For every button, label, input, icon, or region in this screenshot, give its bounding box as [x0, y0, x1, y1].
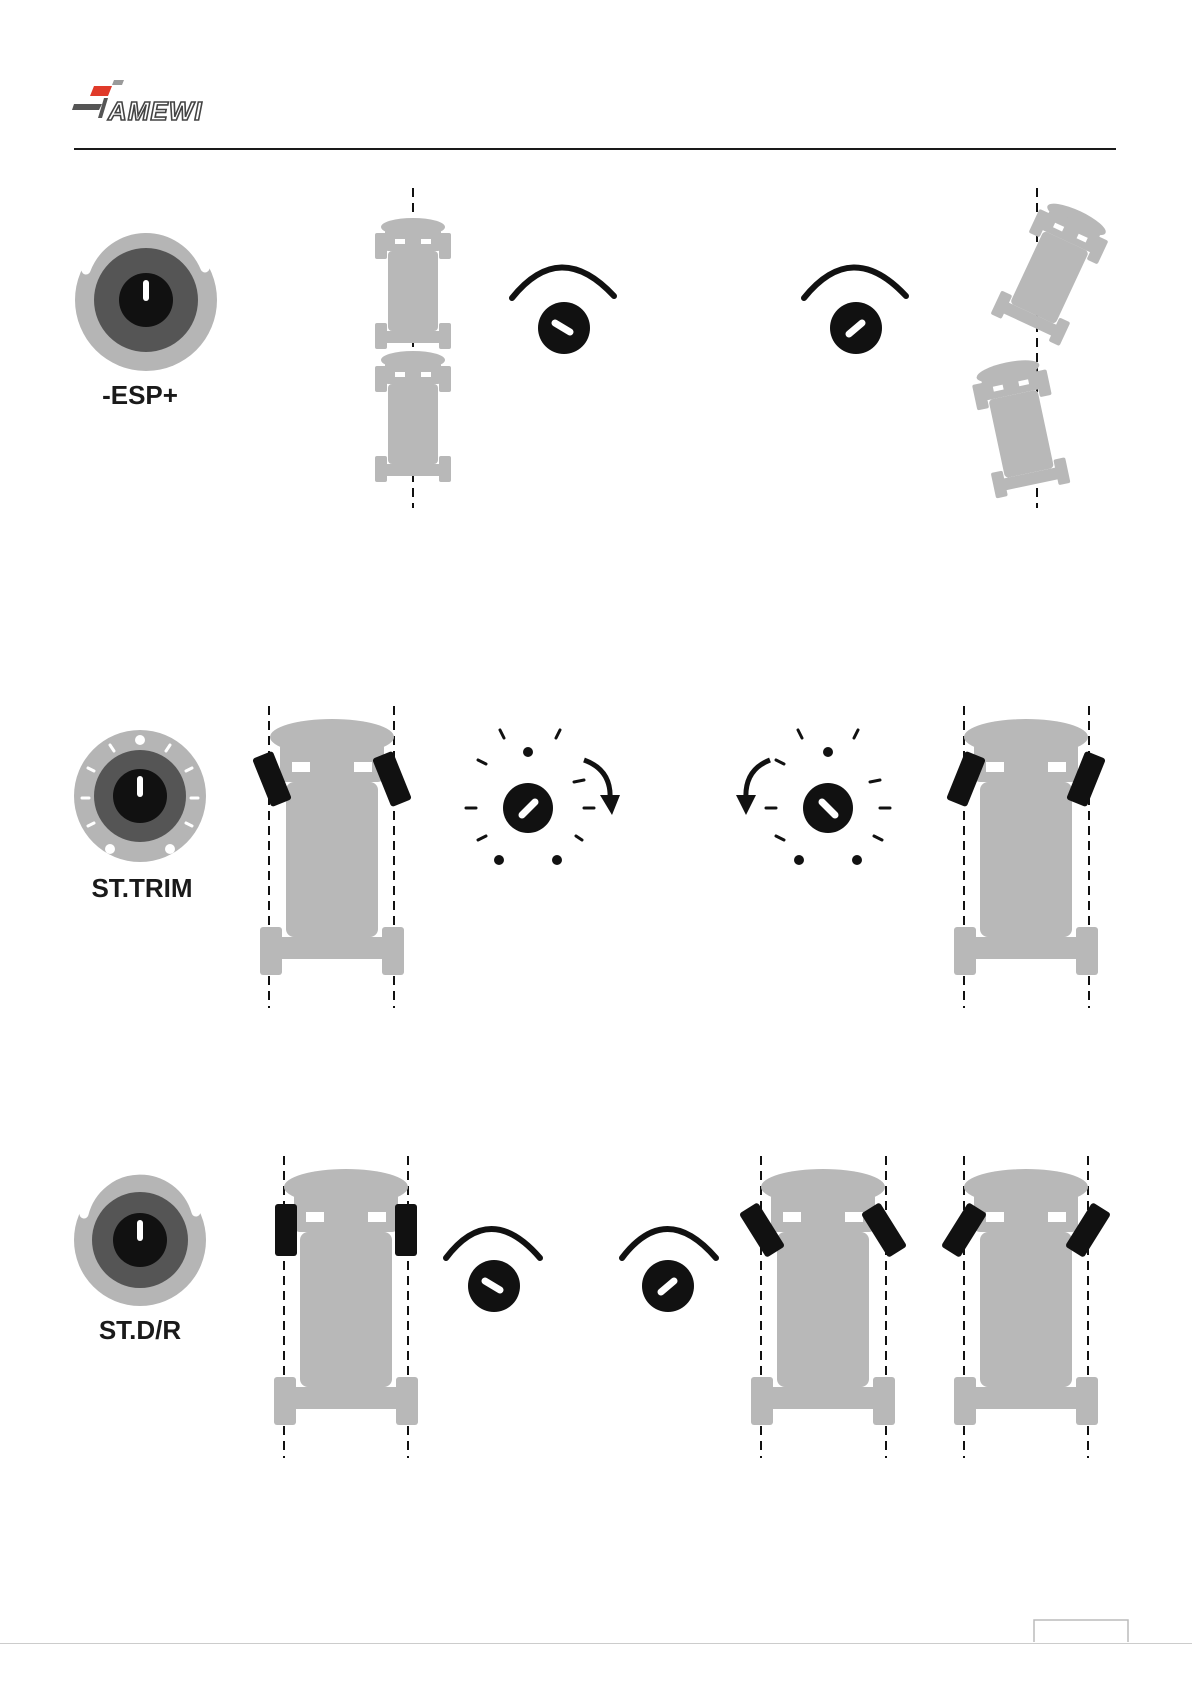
st-trim-dial-icon	[74, 730, 206, 862]
esp-straight-cars	[375, 188, 451, 508]
st-dr-turn-left-car	[739, 1156, 907, 1458]
page-number-tab	[1034, 1620, 1128, 1642]
esp-dial-icon	[75, 229, 217, 371]
st-dr-low-indicator	[446, 1229, 540, 1312]
esp-high-indicator	[804, 267, 906, 354]
st-dr-dial-icon	[74, 1170, 206, 1306]
st-trim-left-car	[252, 706, 412, 1008]
st-trim-left-indicator	[736, 730, 890, 865]
st-dr-high-indicator	[622, 1229, 716, 1312]
esp-drift-cars	[969, 188, 1115, 508]
st-trim-right-indicator	[466, 730, 620, 865]
footer-divider	[0, 1643, 1192, 1644]
esp-low-indicator	[512, 267, 614, 354]
st-trim-right-car	[946, 706, 1106, 1008]
st-dr-straight-car	[274, 1156, 418, 1458]
st-dr-turn-right-car	[941, 1156, 1111, 1458]
